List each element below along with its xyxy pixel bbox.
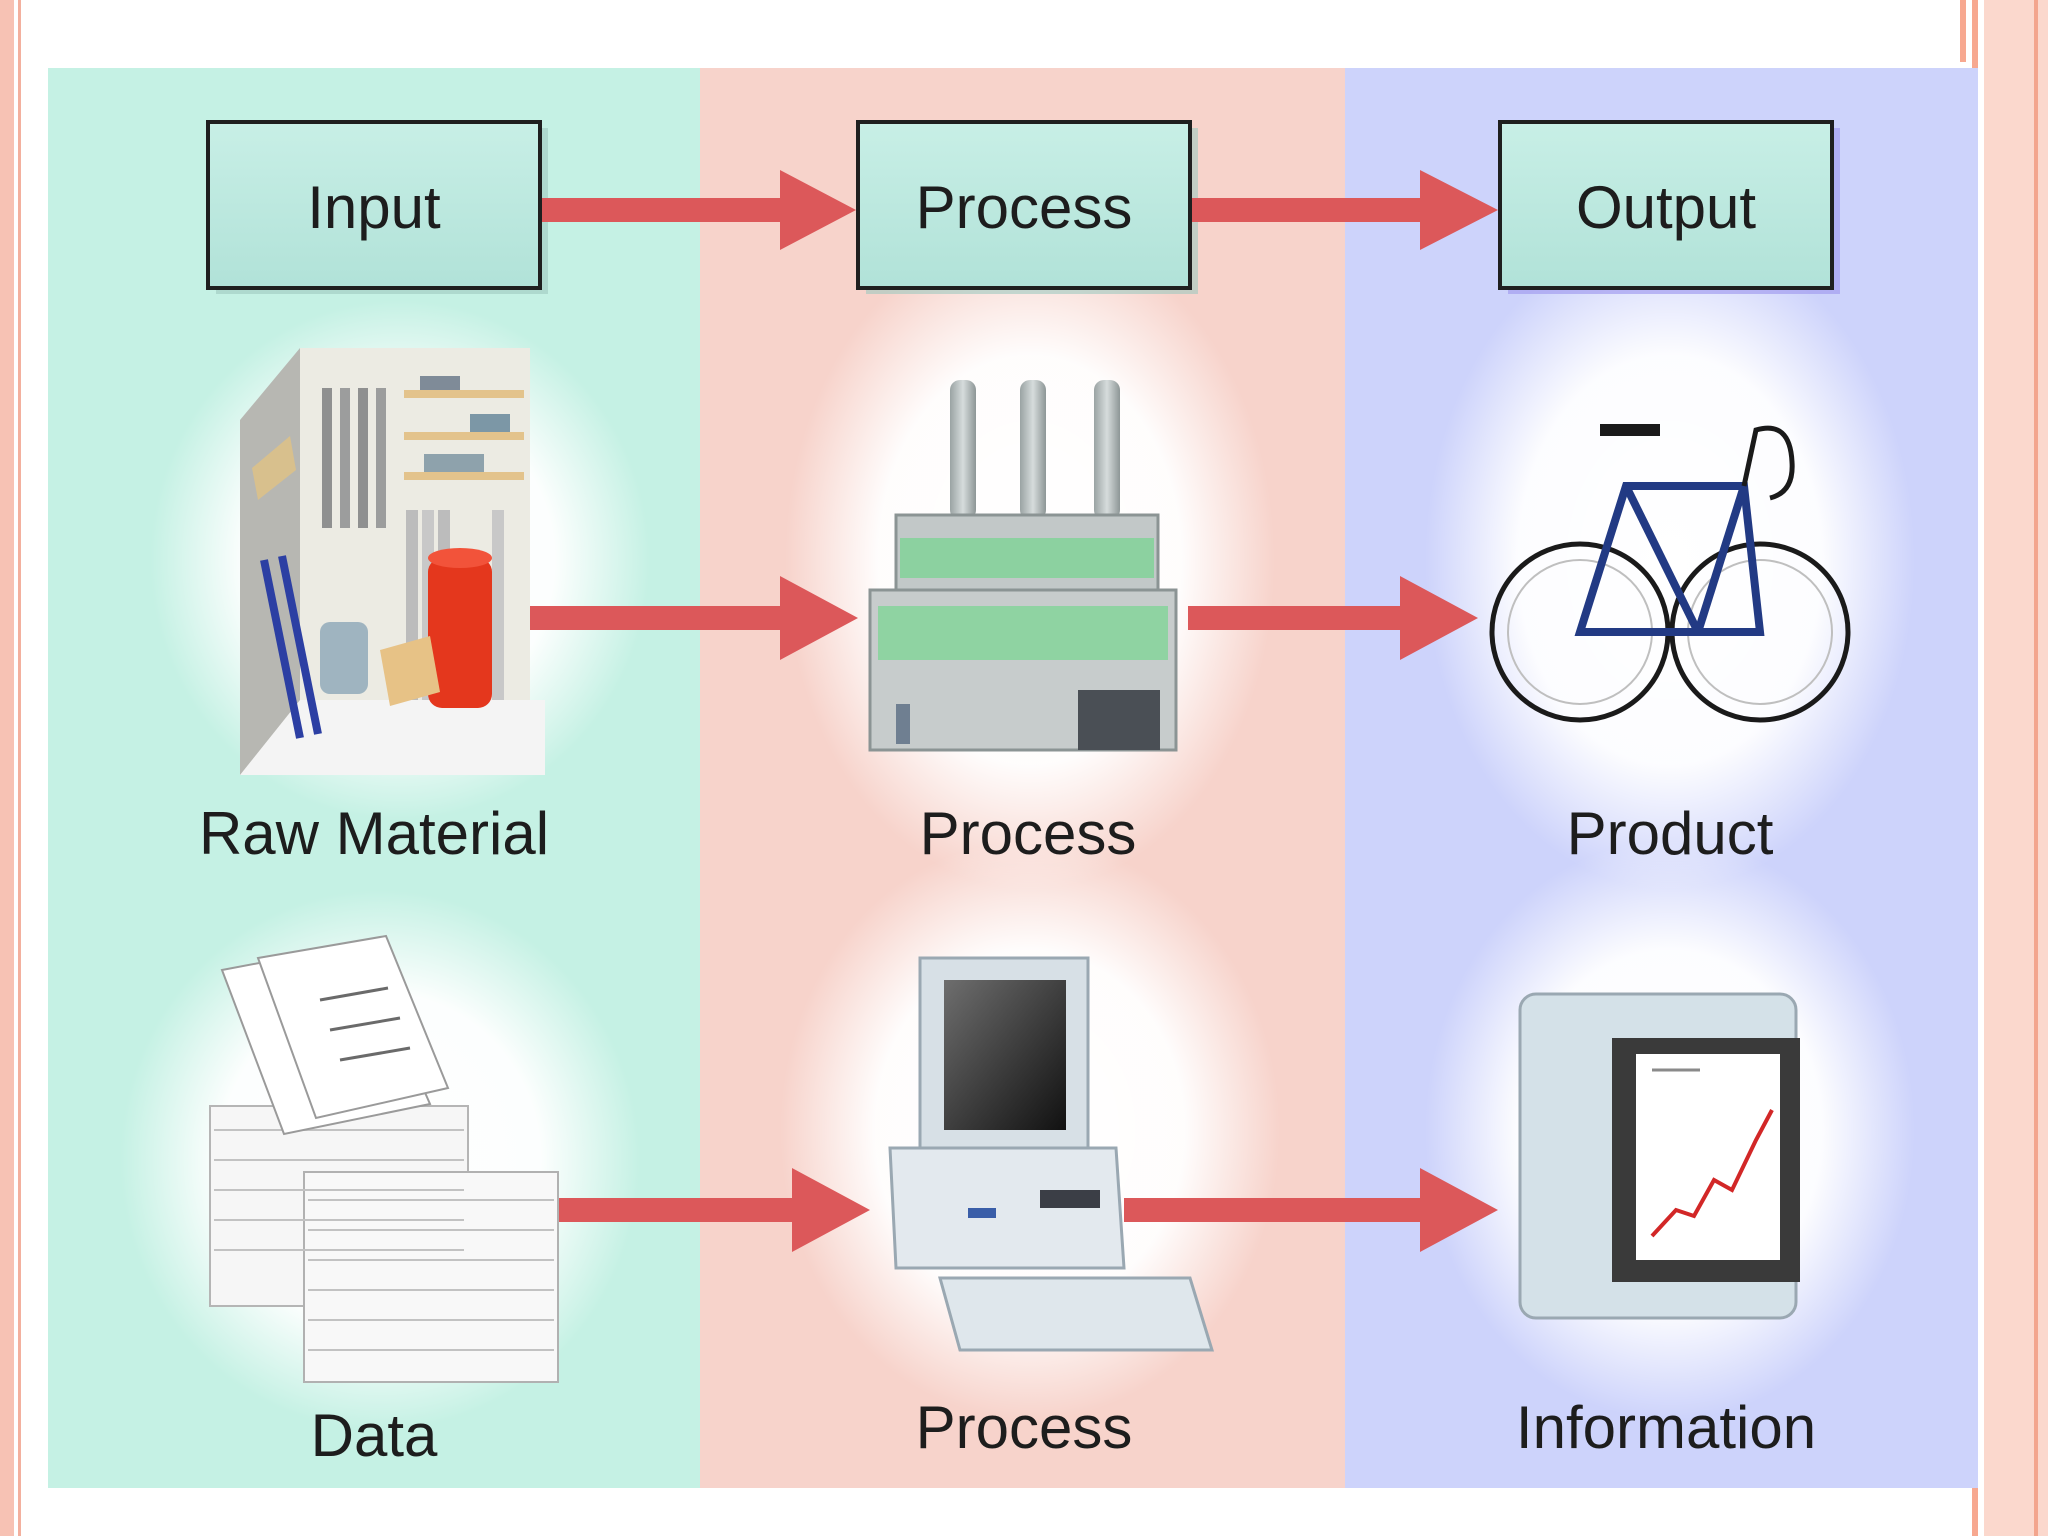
header-label-process: Process <box>916 174 1133 241</box>
page-border-left <box>0 0 14 1536</box>
raw-material-icon <box>240 348 545 775</box>
header-box-output: Output <box>1498 120 1840 294</box>
page-border-left-line <box>18 0 21 1536</box>
header-label-input: Input <box>307 174 441 241</box>
bicycle-icon <box>1489 424 1851 723</box>
arrow-header-input-process <box>542 170 856 250</box>
paper-stack-icon <box>209 934 559 1383</box>
label-process-2: Process <box>916 1394 1133 1461</box>
header-box-input: Input <box>206 120 548 294</box>
arrow-row2-process-output <box>1124 1168 1498 1252</box>
header-box-process: Process <box>856 120 1198 294</box>
header-label-output: Output <box>1576 174 1756 241</box>
halo <box>1425 230 1915 890</box>
label-process-1: Process <box>920 800 1137 867</box>
label-raw-material: Raw Material <box>199 800 549 867</box>
arrow-row1-input-process <box>530 576 858 660</box>
label-data: Data <box>311 1402 438 1469</box>
label-information: Information <box>1516 1394 1816 1461</box>
arrow-row2-input-process <box>556 1168 870 1252</box>
monitor-chart-icon <box>1518 992 1800 1320</box>
page-border-right-stripe <box>2034 0 2038 1536</box>
factory-icon <box>868 380 1178 752</box>
label-product: Product <box>1567 800 1774 867</box>
page-border-right-top <box>1960 0 1966 62</box>
arrow-row1-process-output <box>1188 576 1478 660</box>
arrow-header-process-output <box>1192 170 1498 250</box>
desktop-computer-icon <box>888 956 1215 1352</box>
